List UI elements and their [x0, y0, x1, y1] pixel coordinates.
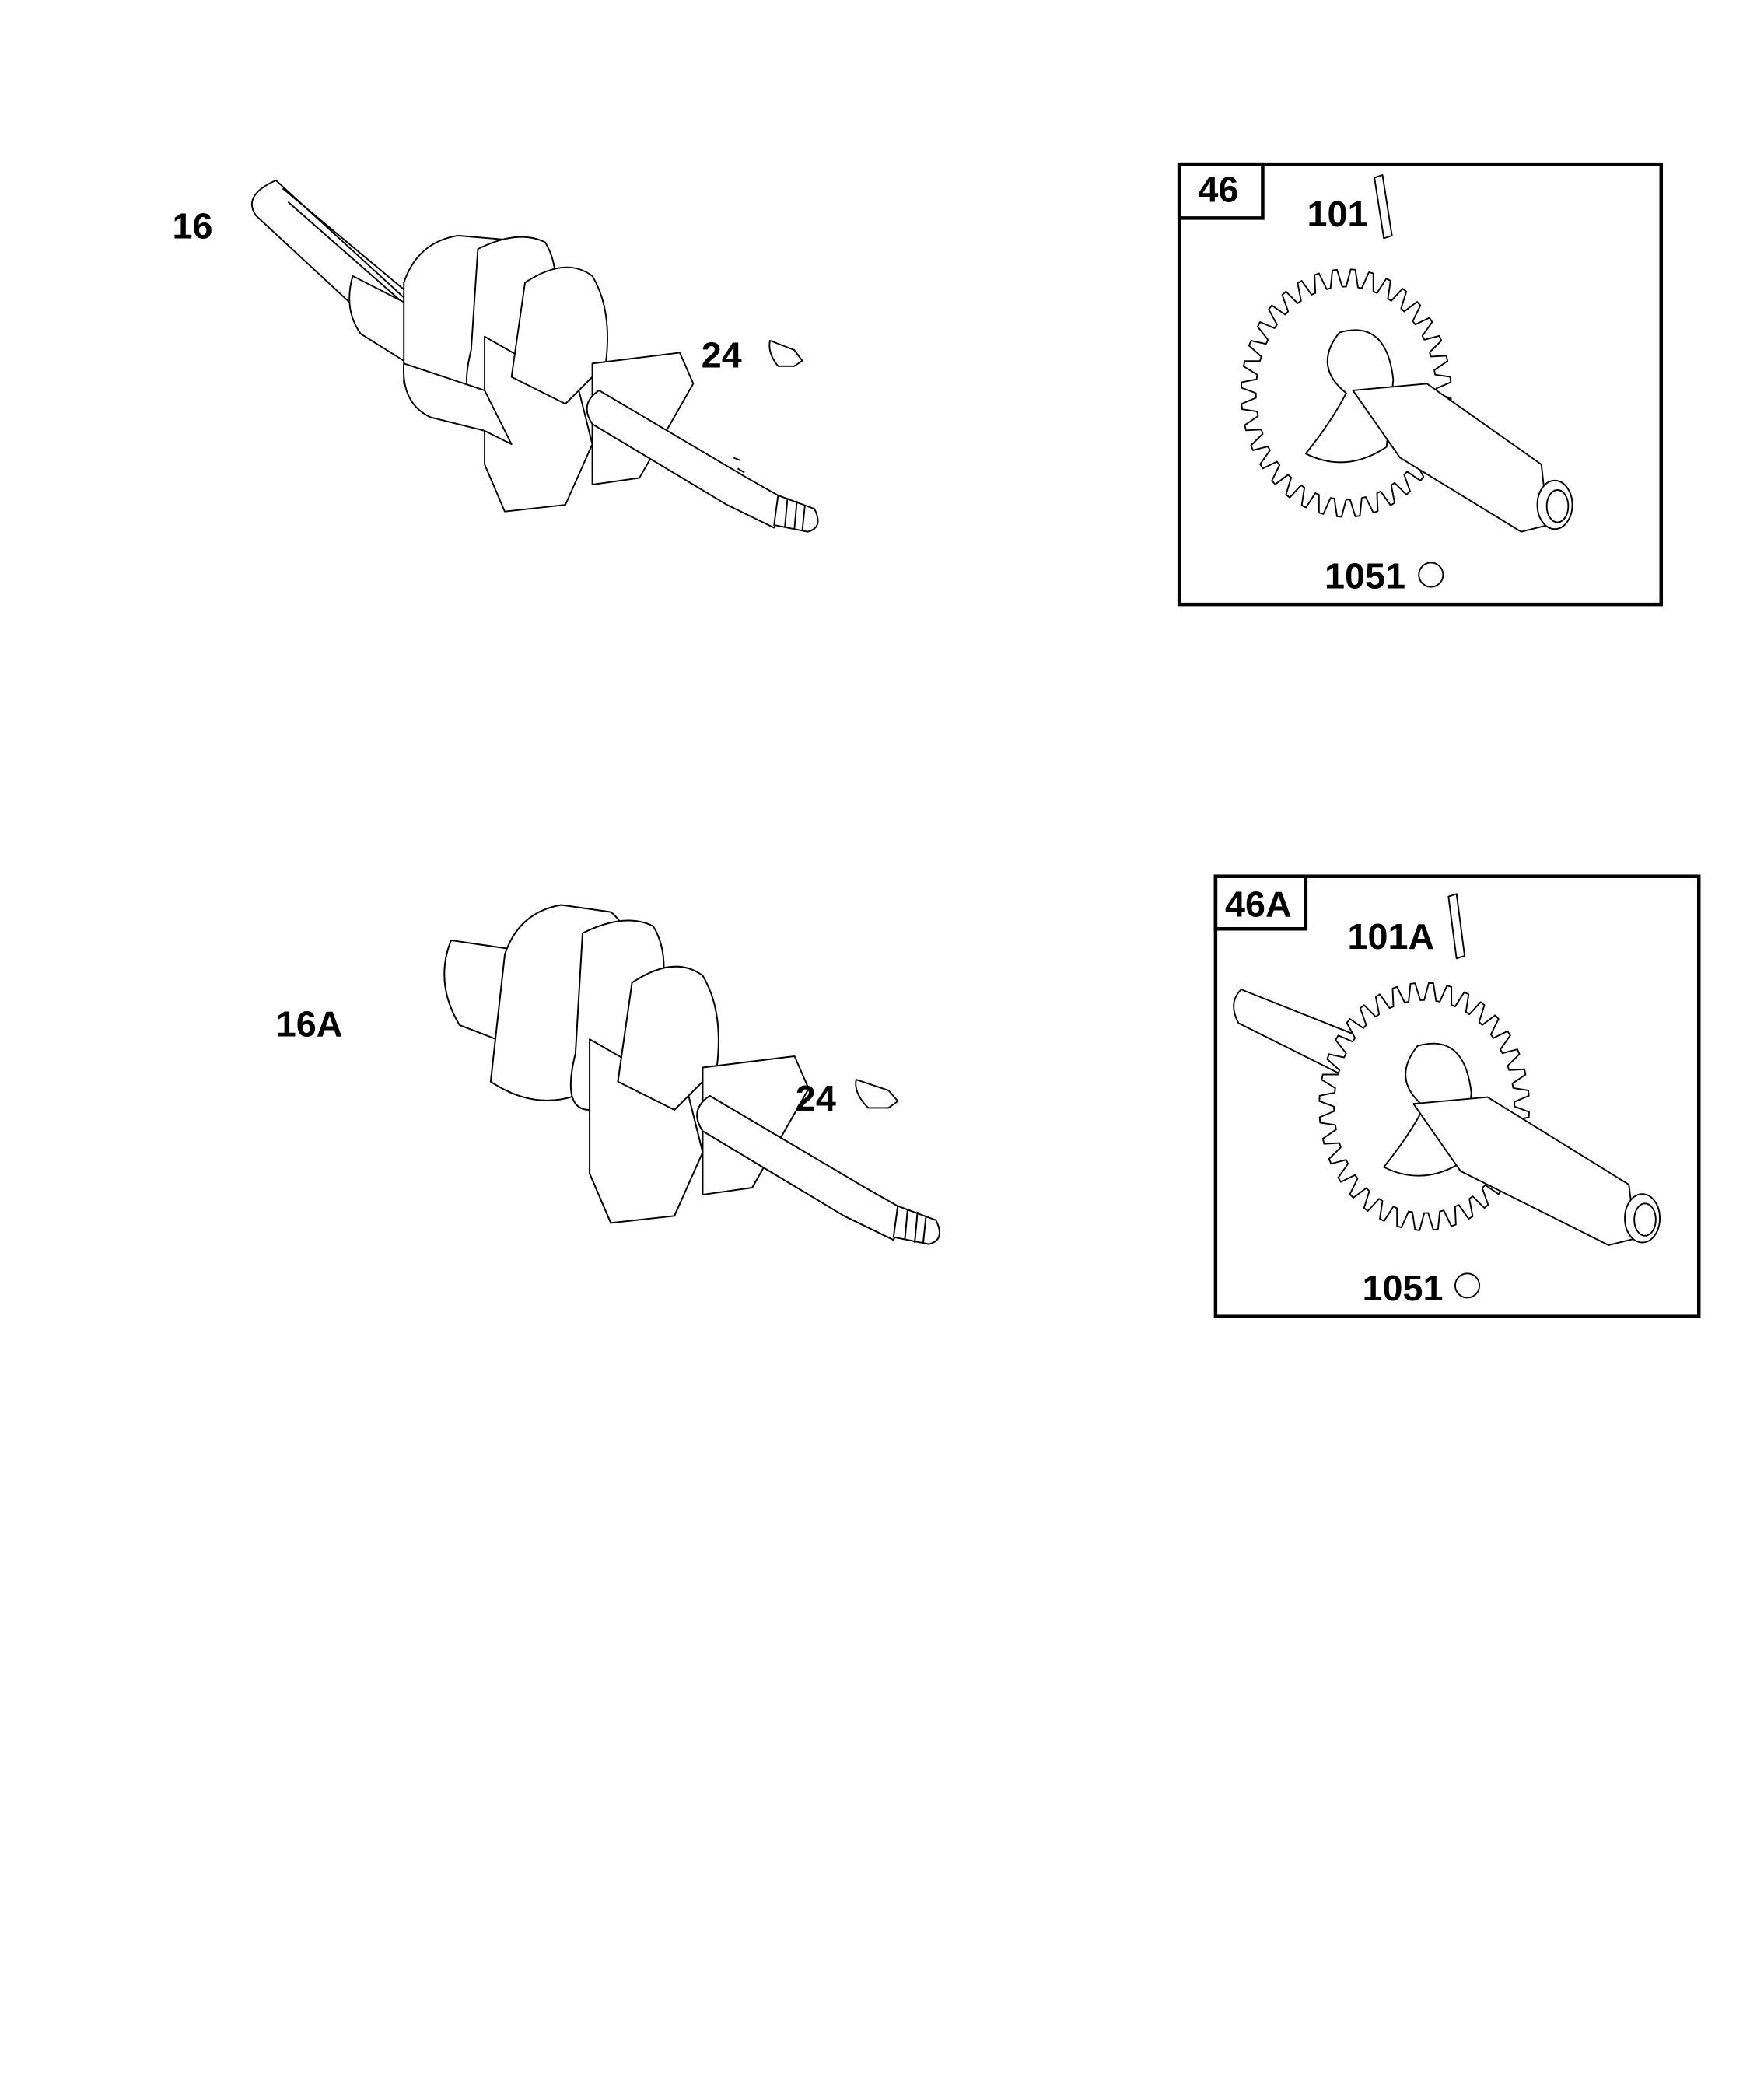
callout-101a: 101A [1347, 916, 1434, 957]
pin-101-drawing [1374, 174, 1393, 240]
clip-1051-drawing-alt [1454, 1272, 1481, 1299]
key-24-drawing [768, 339, 803, 367]
callout-16: 16 [173, 205, 213, 246]
key-24-drawing-alt [855, 1079, 899, 1109]
callout-46: 46 [1198, 170, 1238, 210]
callout-24-top: 24 [702, 334, 742, 375]
callout-1051-bottom: 1051 [1363, 1268, 1444, 1308]
crankshaft-16a-drawing [443, 904, 940, 1245]
callout-24-bottom: 24 [796, 1078, 836, 1118]
pin-101a-drawing [1447, 893, 1466, 960]
crankshaft-16-drawing [251, 179, 819, 533]
callout-16a: 16A [276, 1004, 343, 1045]
callout-1051-top: 1051 [1325, 555, 1405, 596]
callout-46a: 46A [1225, 884, 1292, 925]
governor-hub [1304, 329, 1395, 464]
camshaft-46-box [1177, 162, 1664, 607]
clip-1051-drawing [1418, 562, 1444, 588]
callout-101: 101 [1307, 194, 1368, 234]
camshaft-46a-box [1213, 874, 1701, 1318]
